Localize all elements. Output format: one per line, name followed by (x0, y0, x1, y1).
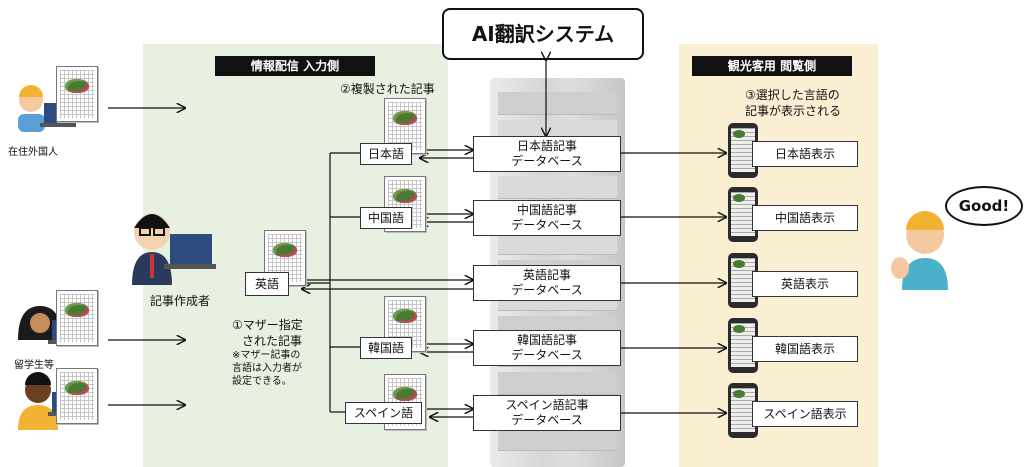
db-subtitle: データベース (511, 348, 583, 362)
db-subtitle: データベース (511, 218, 583, 232)
note-line3: 設定できる。 (232, 376, 292, 387)
smartphone-icon (728, 318, 758, 373)
tourist-thumbsup-icon (891, 211, 948, 290)
display-box-chinese: 中国語表示 (752, 205, 858, 231)
db-box-english: 英語記事 データベース (473, 265, 621, 301)
display-box-spanish: スペイン語表示 (752, 401, 858, 427)
note-line2: 言語は入力者が (232, 363, 302, 374)
smartphone-icon (728, 383, 758, 438)
db-box-japanese: 日本語記事 データベース (473, 136, 621, 172)
document-icon (56, 66, 98, 122)
selected-label-line2: 記事が表示される (745, 104, 842, 118)
db-title: 中国語記事 (516, 203, 577, 217)
ai-translation-system-box: AI翻訳システム (442, 8, 644, 60)
note-line1: ※マザー記事の (232, 350, 301, 361)
viewer-side-header: 観光客用 閲覧側 (692, 56, 852, 76)
display-box-japanese: 日本語表示 (752, 141, 858, 167)
lang-label-korean: 韓国語 (360, 337, 412, 359)
person-glasses-icon (132, 214, 216, 285)
resident-label: 在住外国人 (8, 147, 58, 158)
mother-label-line1: ①マザー指定 (232, 318, 303, 332)
input-side-header: 情報配信 入力側 (215, 56, 375, 76)
db-title: 韓国語記事 (516, 333, 577, 347)
viewer-side-zone (679, 44, 878, 467)
lang-label-japanese: 日本語 (360, 143, 412, 165)
db-box-korean: 韓国語記事 データベース (473, 330, 621, 366)
db-title: 英語記事 (522, 268, 571, 282)
lang-label-chinese: 中国語 (360, 207, 412, 229)
author-label: 記事作成者 (150, 294, 211, 308)
db-title: スペイン語記事 (505, 398, 589, 412)
mother-label-line2: された記事 (242, 334, 303, 348)
db-subtitle: データベース (511, 413, 583, 427)
good-speech-bubble: Good! (945, 186, 1023, 226)
db-title: 日本語記事 (516, 139, 577, 153)
document-icon (56, 368, 98, 424)
db-box-spanish: スペイン語記事 データベース (473, 395, 621, 431)
display-box-english: 英語表示 (752, 271, 858, 297)
student-label: 留学生等 (14, 360, 54, 371)
display-box-korean: 韓国語表示 (752, 336, 858, 362)
lang-label-spanish: スペイン語 (345, 402, 422, 424)
db-subtitle: データベース (511, 283, 583, 297)
smartphone-icon (728, 123, 758, 178)
db-subtitle: データベース (511, 154, 583, 168)
document-icon (56, 290, 98, 346)
copied-articles-label: ②複製された記事 (340, 82, 435, 96)
lang-label-english: 英語 (245, 272, 289, 296)
db-box-chinese: 中国語記事 データベース (473, 200, 621, 236)
selected-label-line1: ③選択した言語の (745, 88, 840, 102)
